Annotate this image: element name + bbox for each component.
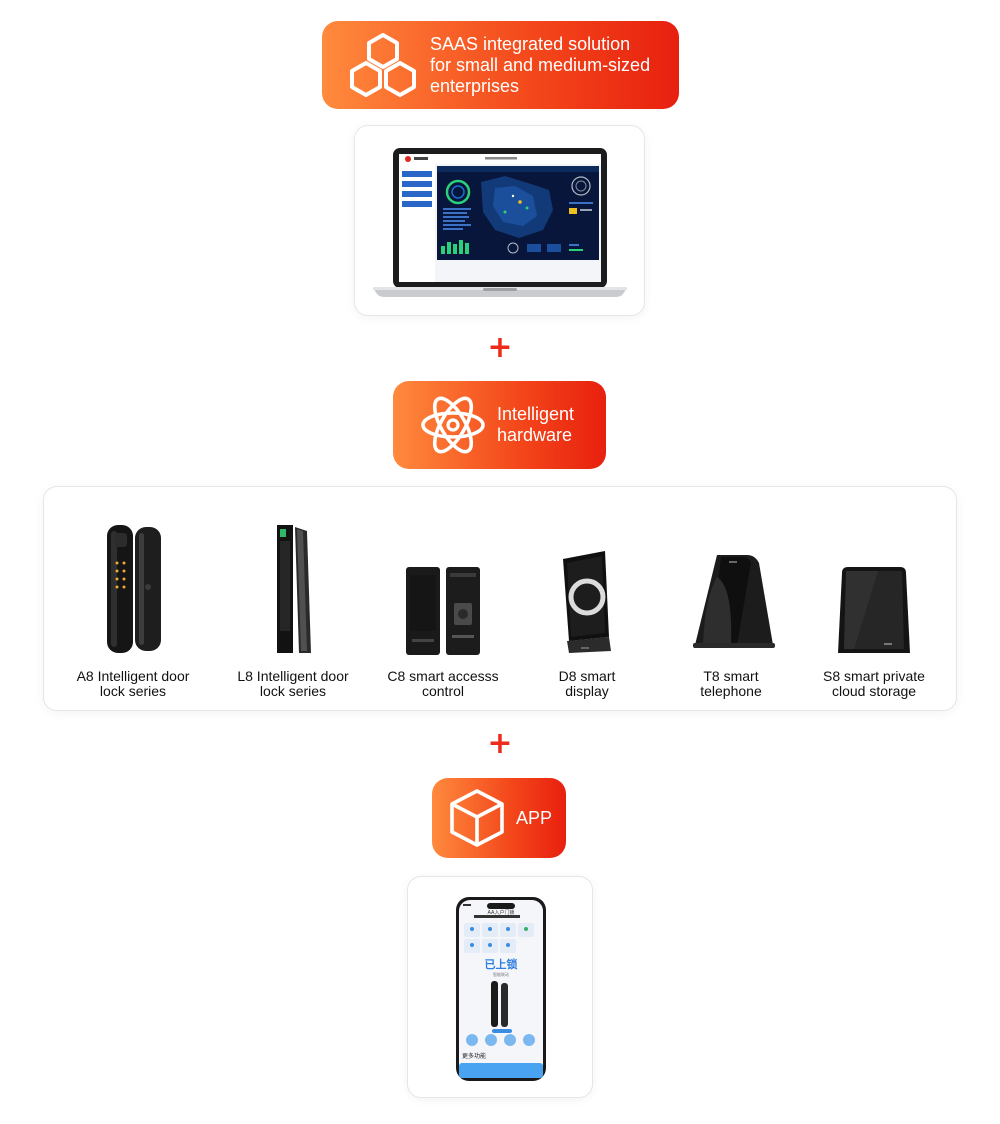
saas-section-header: SAAS integrated solution for small and m…	[322, 21, 679, 109]
saas-title-line-3: enterprises	[430, 75, 520, 96]
product-s8: S8 smart private cloud storage	[799, 509, 949, 699]
product-label-line-2: control	[421, 683, 465, 699]
product-c8: C8 smart accesss control	[368, 509, 518, 699]
hexagons-icon	[350, 33, 416, 97]
product-d8: D8 smart display	[512, 509, 662, 699]
app-image-card: AA入户门锁 已上锁 智能联动 更多功能	[407, 876, 593, 1098]
t8-smart-telephone-image	[693, 555, 775, 648]
app-title: APP	[516, 807, 553, 828]
saas-image-card	[354, 125, 645, 316]
l8-door-lock-image	[277, 525, 311, 653]
atom-icon	[421, 396, 485, 454]
c8-access-control-image	[406, 567, 480, 655]
phone-lock-substatus: 智能联动	[493, 972, 509, 977]
plus-symbol: +	[487, 330, 513, 365]
hardware-section-header: Intelligent hardware	[393, 381, 606, 469]
phone-image	[456, 897, 546, 1081]
product-label-line-1: T8 smart	[703, 668, 759, 684]
product-l8: L8 Intelligent door lock series	[218, 509, 368, 699]
hardware-title-line-1: Intelligent	[497, 404, 575, 424]
a8-door-lock-image	[107, 525, 161, 653]
product-label-line-2: cloud storage	[831, 683, 917, 699]
laptop-image	[373, 148, 627, 297]
product-label-line-1: L8 Intelligent door	[237, 668, 349, 684]
saas-title-line-2: for small and medium-sized	[430, 54, 651, 75]
product-label-line-1: S8 smart private	[823, 668, 925, 684]
product-label-line-1: C8 smart accesss	[387, 668, 499, 684]
product-t8: T8 smart telephone	[656, 509, 806, 699]
cube-icon	[450, 789, 504, 847]
product-a8: A8 Intelligent door lock series	[58, 509, 208, 699]
saas-title-line-1: SAAS integrated solution	[430, 33, 631, 54]
app-section-header: APP	[432, 778, 566, 858]
product-label-line-2: display	[565, 683, 609, 699]
product-label-line-2: lock series	[259, 683, 327, 699]
phone-more-functions: 更多功能	[462, 1053, 487, 1060]
product-label-line-1: A8 Intelligent door	[76, 668, 190, 684]
product-label-line-1: D8 smart	[558, 668, 616, 684]
hardware-title-line-2: hardware	[497, 425, 573, 445]
s8-cloud-storage-image	[838, 567, 910, 653]
d8-smart-display-image	[563, 551, 611, 653]
plus-symbol: +	[487, 726, 513, 761]
product-label-line-2: telephone	[700, 683, 762, 699]
phone-lock-status: 已上锁	[484, 958, 518, 971]
product-label-line-2: lock series	[99, 683, 167, 699]
hardware-products-card: A8 Intelligent door lock series L8 Intel…	[43, 486, 957, 711]
phone-lock-title: AA入户门锁	[487, 910, 515, 916]
